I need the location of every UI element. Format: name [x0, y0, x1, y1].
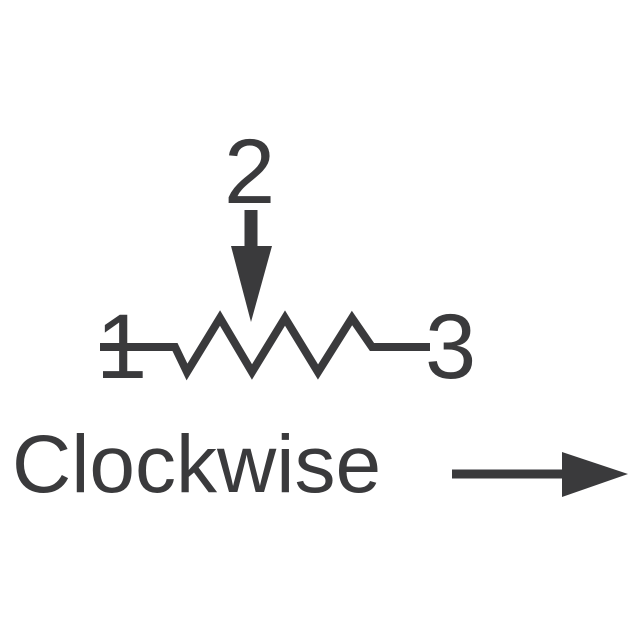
terminal-3-label: 3	[425, 296, 476, 398]
clockwise-caption: Clockwise	[12, 419, 381, 510]
wiper-arrow-head	[231, 246, 272, 322]
resistor-zigzag	[100, 310, 430, 381]
terminal-1-label: 1	[96, 296, 147, 398]
terminal-2-label: 2	[224, 121, 275, 223]
clockwise-arrow-head	[562, 452, 628, 497]
